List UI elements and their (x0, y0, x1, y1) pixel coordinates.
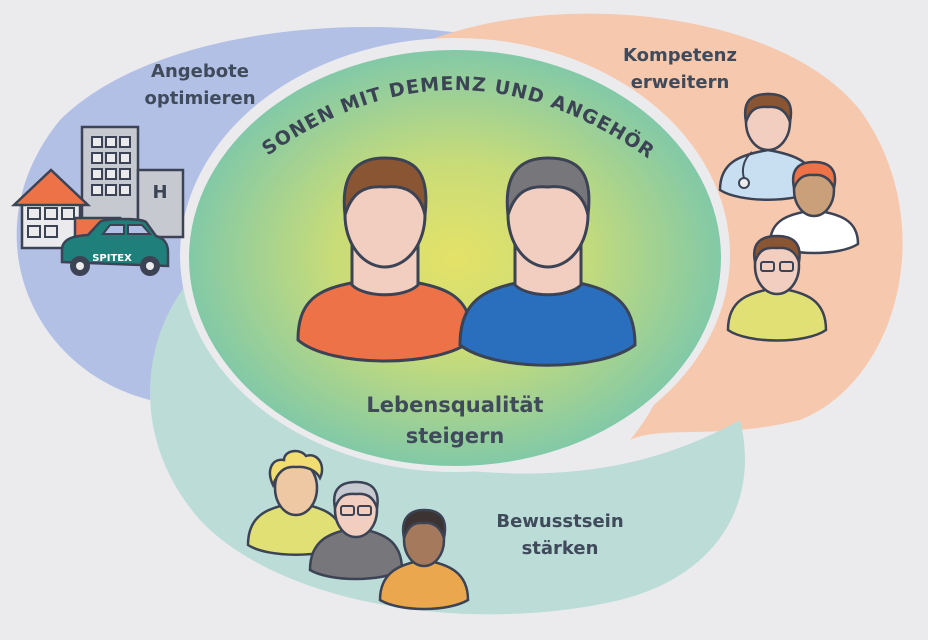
label-line: Angebote (151, 61, 249, 82)
label-line: optimieren (144, 88, 256, 109)
person-blue-shirt-icon (458, 156, 637, 367)
label-line: erweitern (630, 72, 730, 93)
person-grey-hair-icon (308, 480, 404, 581)
doctor-icon (718, 92, 818, 201)
label-line: stärken (521, 538, 599, 559)
spitex-car-icon: SPITEX (60, 217, 170, 276)
label-line: steigern (405, 424, 505, 448)
label-kompetenz-erweitern: Kompetenz erweitern (600, 42, 760, 96)
label-line: Kompetenz (623, 45, 737, 66)
label-lebensqualitaet-steigern: Lebensqualität steigern (355, 390, 555, 452)
spitex-car-label: SPITEX (92, 253, 132, 264)
person-dark-skin-icon (378, 508, 470, 611)
person-orange-shirt-icon (296, 156, 474, 363)
label-bewusstsein-staerken: Bewusstsein stärken (480, 508, 640, 562)
label-line: Bewusstsein (496, 511, 624, 532)
label-angebote-optimieren: Angebote optimieren (120, 58, 280, 112)
assistant-icon (726, 234, 828, 342)
hospital-sign: H (152, 182, 167, 203)
label-line: Lebensqualität (366, 393, 544, 417)
area-blue-angebote (16, 26, 500, 401)
